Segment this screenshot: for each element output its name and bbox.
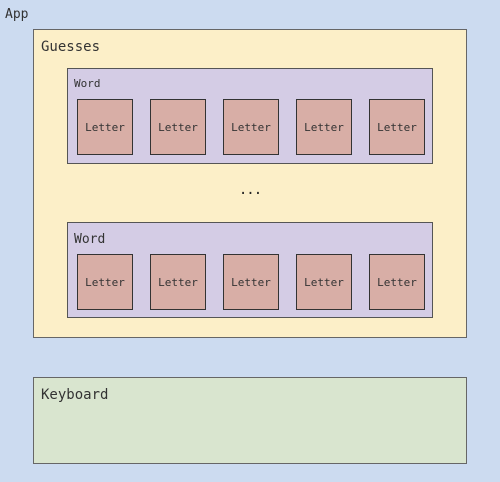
letter-box: Letter (369, 99, 425, 155)
letter-box: Letter (296, 99, 352, 155)
word-container: Word Letter Letter Letter Letter Letter (67, 222, 433, 318)
keyboard-container: Keyboard (33, 377, 467, 464)
letter-box: Letter (150, 254, 206, 310)
word-label: Word (74, 232, 106, 247)
letter-box: Letter (223, 254, 279, 310)
word-label: Word (74, 77, 101, 90)
app-label: App (5, 7, 29, 22)
keyboard-label: Keyboard (41, 387, 109, 403)
letter-box: Letter (77, 254, 133, 310)
letter-box: Letter (77, 99, 133, 155)
letter-box: Letter (369, 254, 425, 310)
guesses-container: Guesses Word Letter Letter Letter Letter… (33, 29, 467, 338)
letter-box: Letter (296, 254, 352, 310)
word-container: Word Letter Letter Letter Letter Letter (67, 68, 433, 164)
letter-box: Letter (150, 99, 206, 155)
ellipsis: ... (238, 182, 262, 198)
letter-box: Letter (223, 99, 279, 155)
guesses-label: Guesses (41, 39, 101, 55)
